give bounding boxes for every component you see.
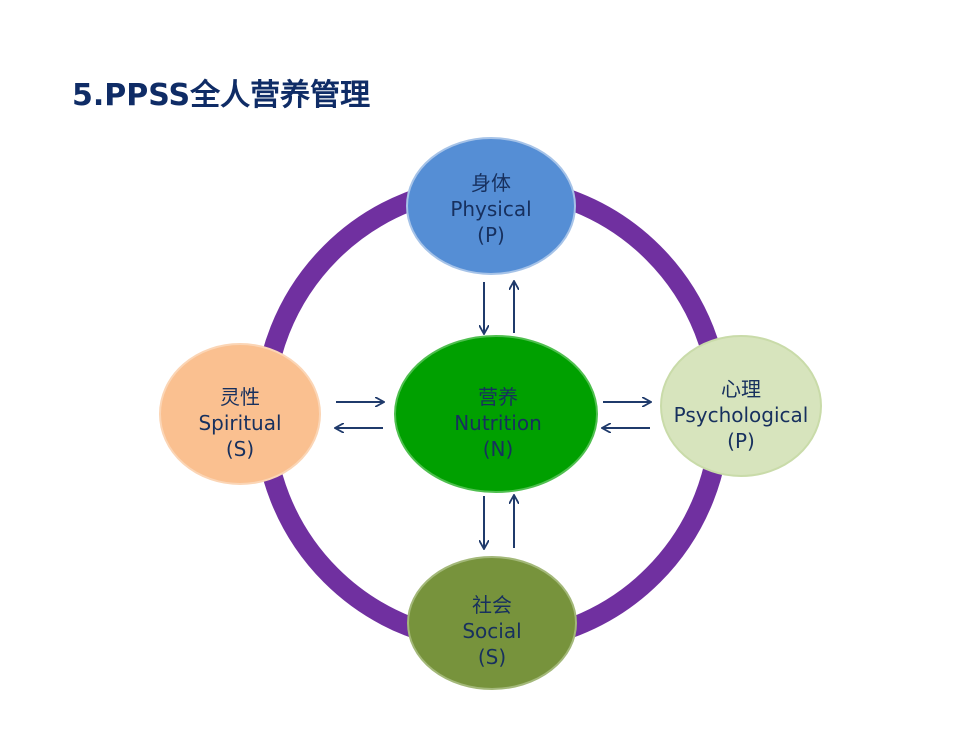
- node-physical-abbr: (P): [477, 223, 505, 247]
- node-nutrition: 营养 Nutrition (N): [394, 335, 598, 493]
- node-psychological-circle: [660, 335, 822, 477]
- node-social-abbr: (S): [478, 645, 506, 669]
- node-psychological-cn: 心理: [721, 377, 761, 401]
- page-title: 5.PPSS全人营养管理: [72, 78, 371, 113]
- node-spiritual-en: Spiritual: [198, 411, 281, 435]
- node-physical-en: Physical: [450, 197, 531, 221]
- node-psychological-en: Psychological: [674, 403, 809, 427]
- node-spiritual-abbr: (S): [226, 437, 254, 461]
- node-nutrition-circle: [394, 335, 598, 493]
- node-physical-circle: [406, 137, 576, 275]
- node-spiritual: 灵性 Spiritual (S): [159, 343, 321, 485]
- node-spiritual-cn: 灵性: [220, 385, 260, 409]
- node-social-cn: 社会: [472, 593, 512, 617]
- node-social-circle: [407, 556, 577, 690]
- node-nutrition-cn: 营养: [478, 385, 518, 409]
- node-psychological: 心理 Psychological (P): [660, 335, 822, 477]
- node-social-en: Social: [462, 619, 521, 643]
- node-nutrition-abbr: (N): [483, 437, 514, 461]
- node-social: 社会 Social (S): [407, 556, 577, 690]
- node-psychological-abbr: (P): [727, 429, 755, 453]
- node-physical-cn: 身体: [471, 171, 511, 195]
- node-spiritual-circle: [159, 343, 321, 485]
- node-nutrition-en: Nutrition: [454, 411, 542, 435]
- node-physical: 身体 Physical (P): [406, 137, 576, 275]
